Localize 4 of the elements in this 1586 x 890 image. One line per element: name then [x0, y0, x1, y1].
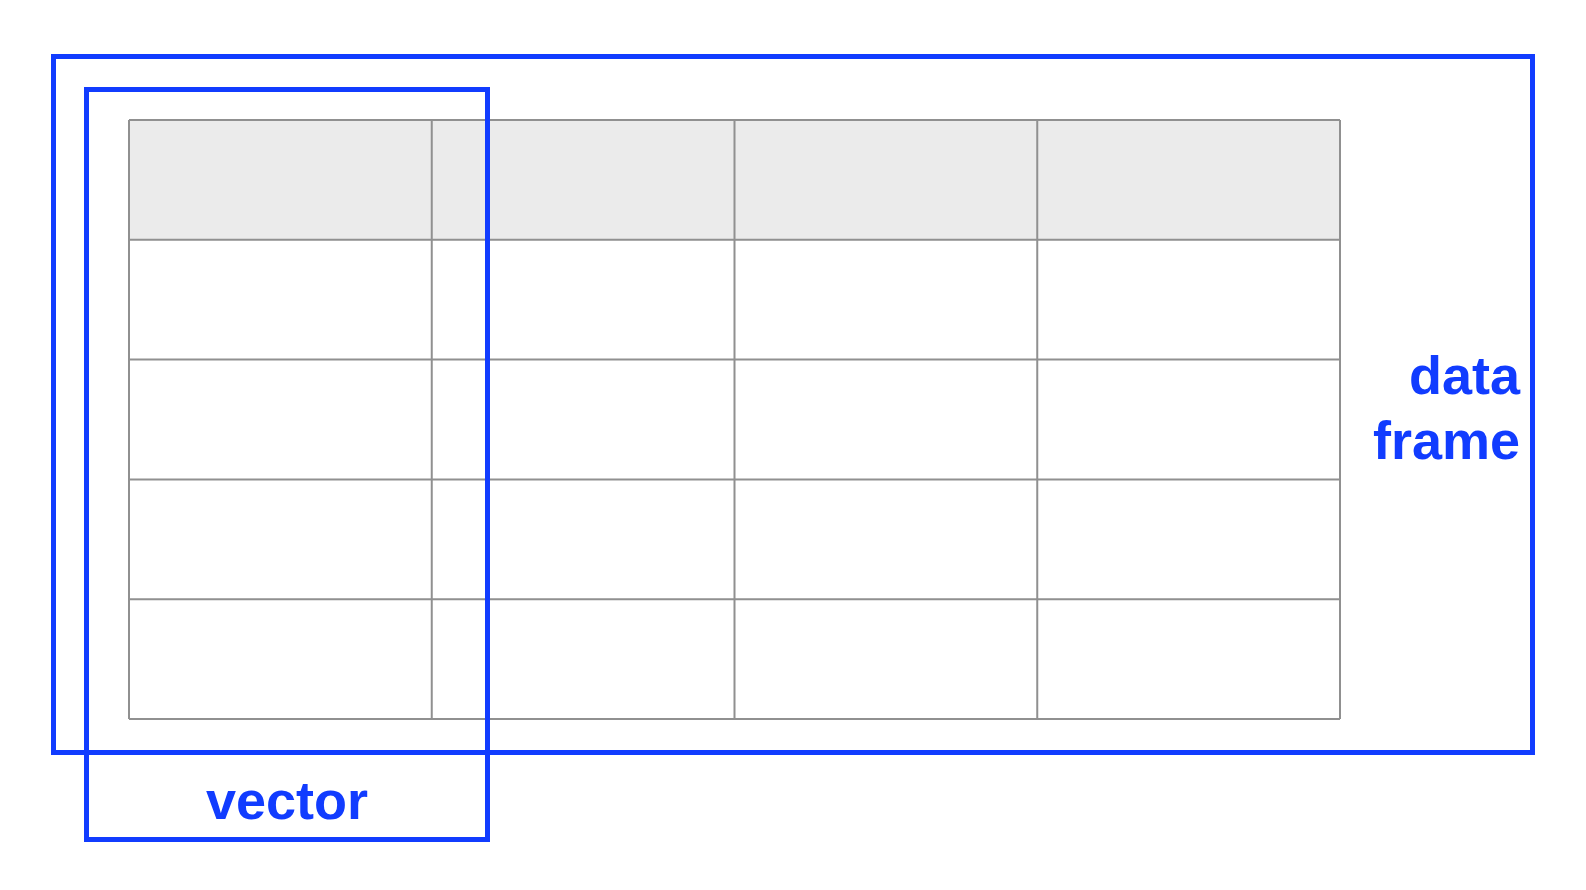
outline-box: [51, 54, 1535, 755]
box-label: data frame: [1372, 345, 1520, 470]
outline-box: [84, 87, 490, 842]
box-label: vector: [205, 770, 369, 830]
